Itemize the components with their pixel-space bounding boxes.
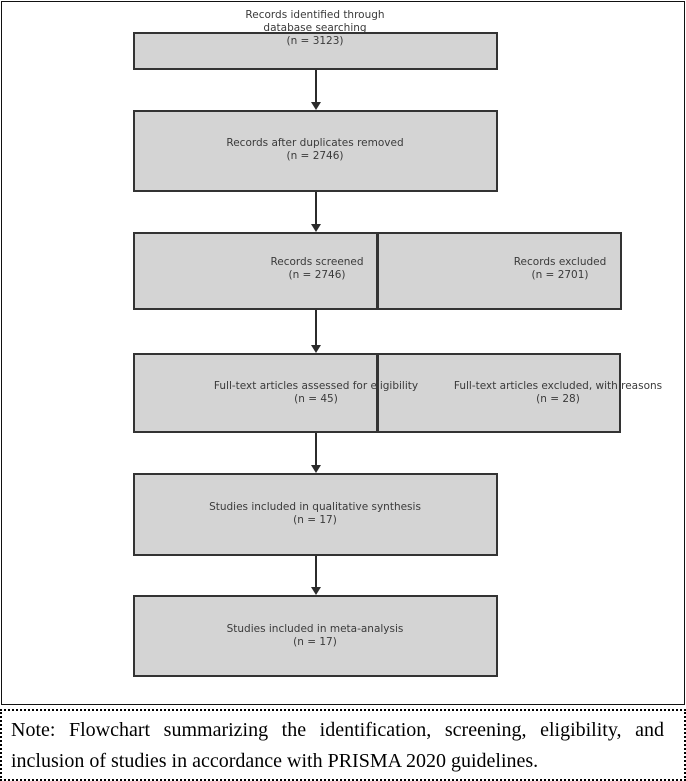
label-records-excluded: Records excluded (n = 2701) [513, 256, 607, 281]
note-line-2: inclusion of studies in accordance with … [11, 750, 539, 772]
box-fulltext-assessed [133, 353, 378, 433]
label-fulltext-excluded: Full-text articles excluded, with reason… [453, 380, 663, 405]
box-meta-analysis [133, 595, 498, 677]
arrow-down-icon [311, 345, 321, 353]
label-meta-analysis: Studies included in meta-analysis (n = 1… [226, 623, 404, 648]
label-records-identified: Records identified through database sear… [245, 9, 385, 47]
arrow-line [315, 556, 317, 587]
box-qualitative-synthesis [133, 473, 498, 556]
arrow-down-icon [311, 102, 321, 110]
box-records-identified [133, 32, 498, 70]
box-fulltext-excluded [377, 353, 621, 433]
arrow-line [315, 192, 317, 224]
note-box: Note: Flowchart summarizing the identifi… [0, 709, 686, 781]
label-qualitative-synthesis: Studies included in qualitative synthesi… [209, 501, 421, 526]
label-fulltext-assessed: Full-text articles assessed for eligibil… [213, 380, 419, 405]
box-duplicates-removed [133, 110, 498, 192]
note-text: Note: Flowchart summarizing the identifi… [2, 711, 684, 777]
label-duplicates-removed: Records after duplicates removed (n = 27… [226, 137, 404, 162]
label-records-screened: Records screened (n = 2746) [270, 256, 364, 281]
flow-arrow-3 [311, 310, 321, 353]
arrow-down-icon [311, 587, 321, 595]
note-line-1: Note: Flowchart summarizing the identifi… [11, 719, 664, 741]
flow-arrow-5 [311, 556, 321, 595]
arrow-line [315, 310, 317, 345]
flow-arrow-4 [311, 433, 321, 473]
arrow-down-icon [311, 224, 321, 232]
box-records-excluded [377, 232, 622, 310]
flow-arrow-1 [311, 70, 321, 110]
arrow-down-icon [311, 465, 321, 473]
arrow-line [315, 433, 317, 465]
arrow-line [315, 70, 317, 102]
flow-arrow-2 [311, 192, 321, 232]
